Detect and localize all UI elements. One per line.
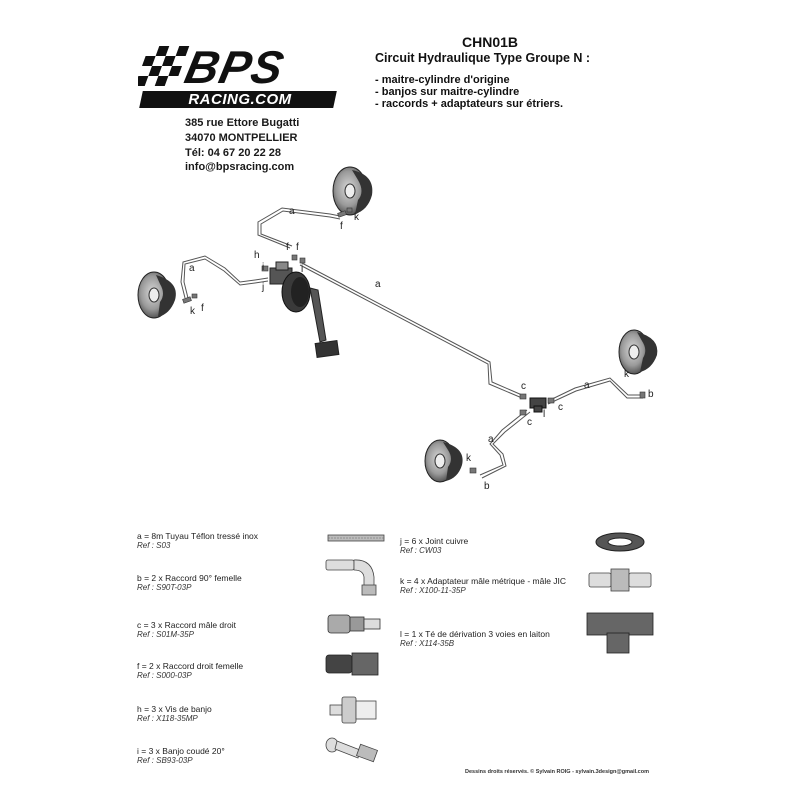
part-illustrations-left xyxy=(325,534,385,763)
checkered-flag-icon xyxy=(138,46,190,86)
tee-fitting-icon xyxy=(586,612,654,654)
credits: Dessins droits réservés. © Sylvain ROIG … xyxy=(465,769,649,775)
elbow-fitting-icon xyxy=(325,559,377,596)
label-k-3: k xyxy=(624,369,630,380)
address-street: 385 rue Ettore Bugatti xyxy=(185,117,300,129)
part-a-name: a = 8m Tuyau Téflon tressé inox xyxy=(137,531,259,541)
part-k-ref: Ref : X100-11-35P xyxy=(400,586,466,595)
brake-disc-rear-right xyxy=(618,329,658,375)
brake-disc-front-right xyxy=(332,166,373,216)
label-b-2: b xyxy=(484,481,490,492)
address-email: info@bpsracing.com xyxy=(185,161,295,173)
label-j: j xyxy=(261,282,264,293)
label-b-1: b xyxy=(648,389,654,400)
part-i-ref: Ref : SB93-03P xyxy=(137,756,193,765)
part-k-name: k = 4 x Adaptateur mâle métrique - mâle … xyxy=(400,576,567,586)
master-cylinder xyxy=(269,261,311,313)
part-b-ref: Ref : S90T-03P xyxy=(137,583,192,592)
label-c-1: c xyxy=(521,381,526,392)
bullet-2: - banjos sur maitre-cylindre xyxy=(375,86,520,98)
label-a-4: a xyxy=(584,380,590,391)
label-k-1: k xyxy=(354,212,360,223)
part-f-ref: Ref : S000-03P xyxy=(137,671,192,680)
label-a-3: a xyxy=(375,279,381,290)
label-i-1: i xyxy=(262,262,264,273)
part-j-name: j = 6 x Joint cuivre xyxy=(400,536,469,546)
fittings xyxy=(182,207,646,474)
label-a-2: a xyxy=(189,263,195,274)
banjo-elbow-icon xyxy=(325,737,379,763)
brake-lines xyxy=(180,207,643,479)
label-c-3: c xyxy=(527,417,532,428)
part-c-ref: Ref : S01M-35P xyxy=(137,630,194,639)
part-b-name: b = 2 x Raccord 90° femelle xyxy=(137,573,242,583)
copper-washer-icon xyxy=(595,532,645,552)
male-straight-fitting-icon xyxy=(327,614,381,634)
bullet-1: - maitre-cylindre d'origine xyxy=(375,74,510,86)
label-f-2: f xyxy=(286,242,289,253)
bullet-3: - raccords + adaptateurs sur étriers. xyxy=(375,98,563,110)
label-k-2: k xyxy=(190,306,196,317)
product-code: CHN01B xyxy=(462,34,519,50)
label-c-2: c xyxy=(558,402,563,413)
part-illustrations-right xyxy=(586,532,654,654)
logo-subtitle: RACING.COM xyxy=(188,91,292,108)
part-l-name: l = 1 x Té de dérivation 3 voies en lait… xyxy=(400,629,550,639)
label-h: h xyxy=(254,250,260,261)
label-a-5: a xyxy=(488,434,494,445)
label-a-1: a xyxy=(289,206,295,217)
female-straight-fitting-icon xyxy=(325,652,379,676)
part-h-name: h = 3 x Vis de banjo xyxy=(137,704,212,714)
label-f-4: f xyxy=(201,303,204,314)
banjo-bolt-icon xyxy=(329,696,377,724)
brake-disc-rear-left xyxy=(424,439,463,483)
brake-pedal xyxy=(309,287,340,359)
adapter-fitting-icon xyxy=(588,568,652,592)
address-phone: Tél: 04 67 20 22 28 xyxy=(185,147,282,159)
label-i-2: i xyxy=(301,264,303,275)
address-city: 34070 MONTPELLIER xyxy=(185,132,298,144)
label-f-3: f xyxy=(296,242,299,253)
label-f-1: f xyxy=(340,221,343,232)
part-h-ref: Ref : X118-35MP xyxy=(137,714,198,723)
part-c-name: c = 3 x Raccord mâle droit xyxy=(137,620,236,630)
page-title: Circuit Hydraulique Type Groupe N : xyxy=(375,51,591,65)
hydraulic-circuit-diagram: a f k h f f i i j a k f a c a k b c l c … xyxy=(137,166,658,492)
t-junction xyxy=(529,397,547,413)
brake-disc-front-left xyxy=(137,271,176,319)
part-i-name: i = 3 x Banjo coudé 20° xyxy=(137,746,225,756)
braided-hose-icon xyxy=(327,534,385,542)
part-a-ref: Ref : S03 xyxy=(137,541,171,550)
part-j-ref: Ref : CW03 xyxy=(400,546,442,555)
label-l: l xyxy=(543,409,545,420)
part-f-name: f = 2 x Raccord droit femelle xyxy=(137,661,244,671)
part-l-ref: Ref : X114-35B xyxy=(400,639,455,648)
label-k-4: k xyxy=(466,453,472,464)
diagram-labels: a f k h f f i i j a k f a c a k b c l c … xyxy=(189,206,654,492)
